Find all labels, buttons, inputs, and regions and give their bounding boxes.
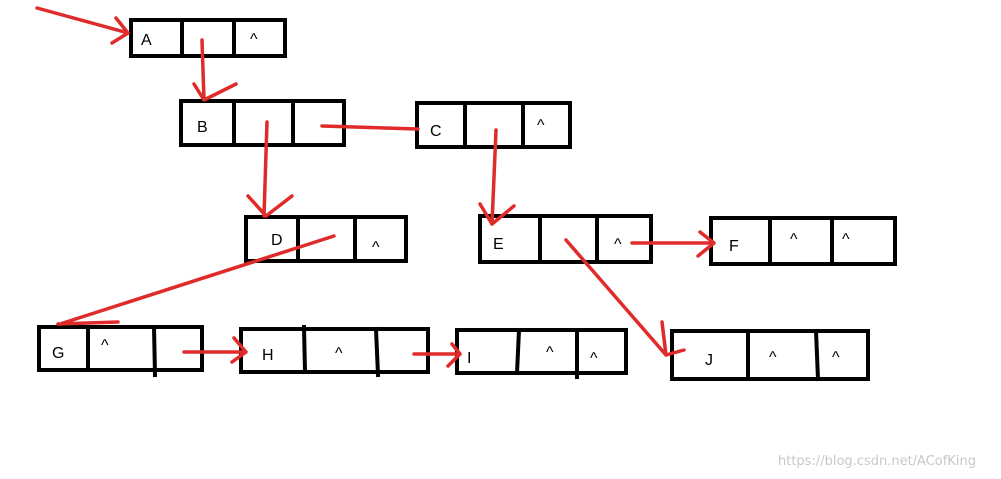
node-a-cell-3: ^ xyxy=(250,31,258,48)
node-h: H ^ xyxy=(239,324,430,378)
node-f-cell-2: ^ xyxy=(790,231,798,248)
arrow-g-to-h xyxy=(182,336,248,364)
arrow-e-to-f xyxy=(630,230,716,258)
node-b-label: B xyxy=(197,119,208,136)
node-i-label: I xyxy=(467,350,471,367)
node-g: G ^ xyxy=(37,324,204,378)
arrow-b-to-d xyxy=(246,120,294,218)
node-j-cell-2: ^ xyxy=(769,349,777,366)
node-b: B xyxy=(179,99,346,147)
arrow-a-to-b xyxy=(192,38,238,102)
node-f: F ^ ^ xyxy=(709,216,897,266)
arrow-c-to-e xyxy=(478,128,516,226)
node-a-label: A xyxy=(141,32,152,49)
node-d: D ^ xyxy=(244,215,408,263)
watermark-text: https://blog.csdn.net/ACofKing xyxy=(778,454,976,469)
node-j-cell-3: ^ xyxy=(832,349,840,366)
arrows xyxy=(35,6,716,368)
arrow-b-to-c xyxy=(320,124,420,131)
node-i: I ^ ^ xyxy=(455,327,628,379)
node-c-label: C xyxy=(430,123,442,140)
node-f-cell-3: ^ xyxy=(842,231,850,248)
node-h-cell-2: ^ xyxy=(335,345,343,362)
node-e: E ^ xyxy=(478,214,653,264)
node-f-label: F xyxy=(729,238,739,255)
node-e-label: E xyxy=(493,236,504,253)
node-e-cell-3: ^ xyxy=(614,236,622,253)
arrow-h-to-i xyxy=(412,342,462,368)
node-g-label: G xyxy=(52,345,64,362)
node-a: A ^ xyxy=(129,18,287,58)
node-j-label: J xyxy=(705,352,713,369)
node-i-cell-3: ^ xyxy=(590,350,598,367)
node-d-cell-3: ^ xyxy=(372,239,380,256)
arrow-e-to-j xyxy=(564,238,686,357)
node-i-cell-2: ^ xyxy=(546,344,554,361)
arrow-entry-to-a xyxy=(35,6,130,45)
node-g-cell-2: ^ xyxy=(101,337,109,354)
node-j: J ^ ^ xyxy=(670,328,870,382)
arrow-d-to-g xyxy=(56,234,336,326)
node-h-label: H xyxy=(262,347,274,364)
node-c-cell-3: ^ xyxy=(537,117,545,134)
node-d-label: D xyxy=(271,232,283,249)
node-c: C ^ xyxy=(415,101,572,149)
